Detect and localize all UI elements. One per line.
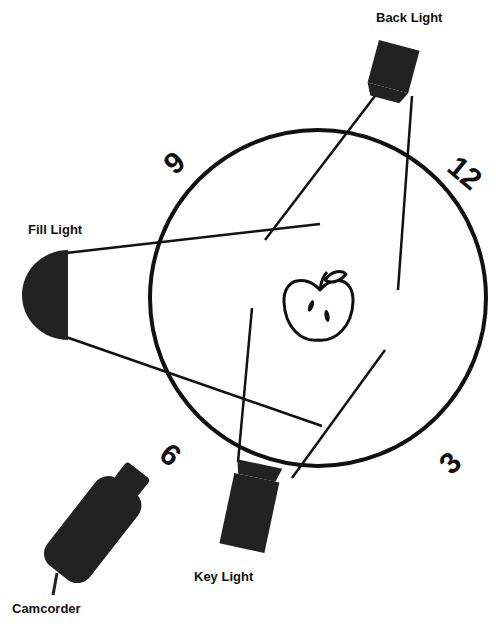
clock-number: 12 (442, 151, 487, 195)
fill-light-shape (10, 222, 120, 347)
light-label: Key Light (194, 569, 253, 584)
fill-light: Fill Light (10, 222, 120, 347)
apple-subject (284, 272, 353, 341)
beam-line (66, 224, 320, 253)
beam-line (238, 308, 252, 462)
beam-line (66, 337, 322, 426)
clock-number: 9 (158, 146, 190, 180)
back-light: Back Light (340, 8, 490, 118)
beam-line (292, 350, 385, 478)
light-label: Back Light (376, 10, 442, 25)
light-label: Fill Light (28, 222, 82, 237)
beam-line (398, 96, 412, 290)
beam-line (265, 92, 378, 240)
camcorder-shape (5, 445, 175, 623)
clock-number: 6 (154, 438, 186, 472)
light-label: Camcorder (12, 601, 81, 616)
clock-circle (150, 130, 486, 466)
camcorder: Camcorder (5, 445, 175, 623)
clock-number: 3 (434, 446, 467, 479)
key-light: Key Light (185, 455, 305, 595)
